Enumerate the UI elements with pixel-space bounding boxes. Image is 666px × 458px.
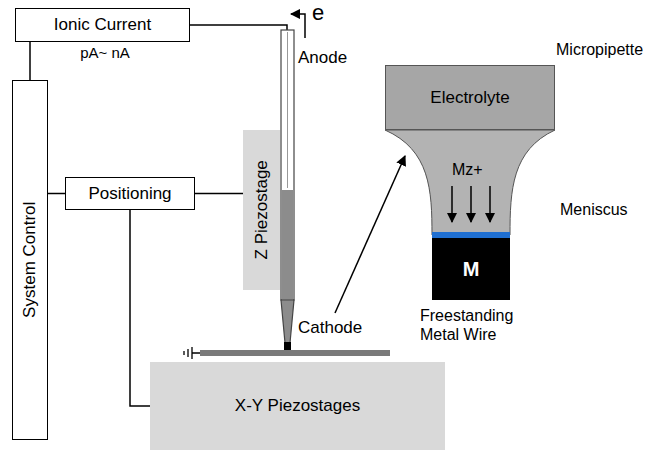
electron-label: e [312, 0, 324, 26]
stage-block: X-Y Piezostages [150, 362, 445, 450]
node-text: Z Piezostage [252, 160, 272, 259]
node-text: Positioning [88, 184, 171, 204]
stage-block: Z Piezostage [243, 130, 280, 290]
pipette-electrolyte [282, 190, 293, 300]
part-label: Meniscus [560, 200, 628, 219]
signal-line [130, 210, 150, 406]
signal-line [29, 42, 31, 80]
anode-electrode [287, 32, 288, 188]
part-label: Freestanding Metal Wire [420, 306, 540, 344]
ion-arrow [489, 186, 491, 222]
electrode-label: Anode [298, 48, 347, 68]
micropipette-tube [281, 30, 294, 300]
zoom-arrow [335, 156, 405, 313]
control-box: System Control [12, 80, 48, 440]
meniscus-shape [385, 130, 555, 235]
pipette-tip [281, 300, 294, 343]
positioning-box: Positioning [65, 177, 195, 210]
node-text: M [463, 258, 480, 281]
node-text: System Control [20, 202, 40, 318]
electrolyte-region: Electrolyte [385, 65, 555, 130]
current-range: pA~ nA [55, 44, 155, 62]
meter-box: Ionic Current [15, 8, 190, 42]
signal-line [48, 193, 65, 195]
part-label: Micropipette [556, 40, 643, 59]
node-text: X-Y Piezostages [235, 396, 360, 416]
ion-label: Mz+ [452, 160, 483, 179]
anode-wire [190, 25, 287, 30]
ion-arrow [451, 186, 453, 222]
ion-arrow [470, 186, 472, 222]
node-text: Ionic Current [54, 15, 151, 35]
electrode-label: Cathode [298, 318, 362, 338]
ground-symbol [184, 347, 200, 359]
deposited-wire [284, 342, 291, 350]
signal-line [195, 193, 243, 195]
node-text: Electrolyte [430, 88, 509, 108]
substrate [200, 350, 390, 356]
metal-wire-block: M [432, 238, 510, 300]
